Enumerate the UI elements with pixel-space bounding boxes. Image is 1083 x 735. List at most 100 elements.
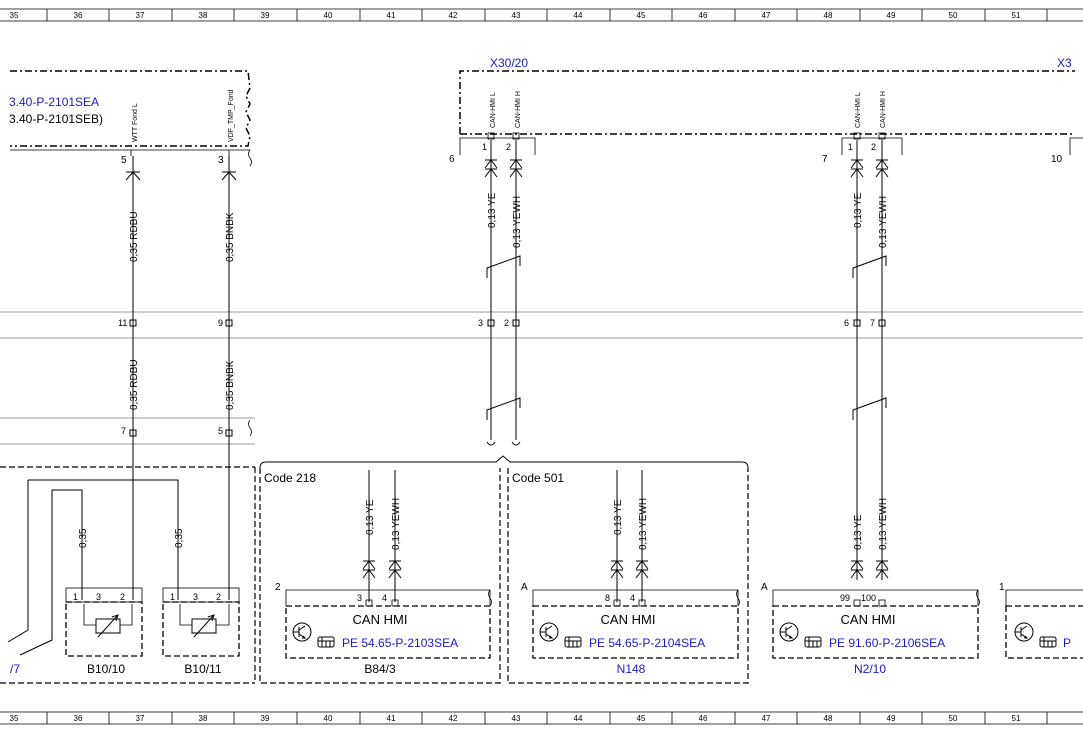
ruler-number: 50 [949,714,958,723]
ruler-number: 42 [449,11,458,20]
component-label: B84/3 [364,662,396,676]
left-bottom-frame [0,466,256,684]
module-title: CAN HMI [353,612,408,627]
code-218-label: Code 218 [264,471,316,485]
hand-pointer-icon [564,636,582,648]
hand-pointer-icon [1039,636,1057,648]
connector-link-x3[interactable]: X3 [1057,56,1072,70]
wire-label-ye: 0,13 YE [853,514,864,550]
pin-number: 3 [96,592,101,602]
ruler-top-labels: 35 36 37 38 39 40 41 42 43 44 45 46 47 4… [10,11,1021,20]
pin-number: 7 [822,154,828,165]
x30-20-frame [459,70,1075,135]
ruler-number: 35 [10,714,19,723]
signal-label: CAN-HMI H [880,91,887,128]
pin-number: 1 [848,142,853,152]
pin-number: 2 [504,318,509,328]
pin-number: 3 [478,318,483,328]
ruler-number: 40 [324,714,333,723]
wire-label-yewh: 0,13 YEWH [878,196,889,248]
pe-link[interactable]: PE 54.65-P-2103SEA [342,636,458,650]
ruler-number: 36 [74,11,83,20]
code-501-frame [507,468,749,684]
ref-text-seb: 3.40-P-2101SEB) [9,112,103,126]
code-501-label: Code 501 [512,471,564,485]
pin-number: 2 [506,142,511,152]
pin-number: 9 [218,318,223,328]
ruler-bottom [0,711,1083,725]
ref-link-sea[interactable]: 3.40-P-2101SEA [9,95,99,109]
pin-number: 8 [605,593,610,603]
signal-label: VDF_TMP_Fond [228,89,235,142]
ruler-number: 41 [387,714,396,723]
ruler-number: 51 [1012,714,1021,723]
pin-number: 2 [275,582,281,593]
pin-number: 1 [482,142,487,152]
component-link[interactable]: N148 [617,662,646,676]
sensor-b10-11[interactable]: 1 3 2 B10/11 [162,587,240,676]
pin-number: 10 [1051,154,1063,165]
ruler-number: 50 [949,11,958,20]
signal-label: CAN-HMI L [490,92,497,128]
module-n148[interactable]: A 8 4 CAN HMI PE 54.65-P-2104SEA N148 [521,582,740,676]
ruler-number: 46 [699,714,708,723]
module-partial-right[interactable]: 1 P [999,582,1083,659]
ruler-number: 39 [261,11,270,20]
sensor-wiring [7,479,179,656]
ruler-number: 45 [637,11,646,20]
ruler-number: 35 [10,11,19,20]
wire-label-ye: 0,13 YE [853,192,864,228]
module-title: CAN HMI [841,612,896,627]
ruler-number: 45 [637,714,646,723]
ruler-number: 37 [136,714,145,723]
ruler-number: 36 [74,714,83,723]
component-link[interactable]: N2/10 [854,662,886,676]
top-left-unit-box [10,70,251,147]
hand-pointer-icon [317,636,335,648]
pin-number: 5 [218,426,223,436]
ruler-number: 48 [824,714,833,723]
pin-number: 2 [216,592,221,602]
hand-pointer-icon [804,636,822,648]
connector-link-x30-20[interactable]: X30/20 [490,56,528,70]
pin-number: 5 [121,155,127,166]
pe-link[interactable]: PE 91.60-P-2106SEA [829,636,945,650]
code-218-frame [259,468,501,684]
wire-label-plain: 0,35 [78,528,89,548]
pin-number: 1 [73,592,78,602]
ruler-number: 38 [199,11,208,20]
wire-label-ye: 0,13 YE [613,499,624,535]
wire-label-bnbk: 0,35 BNBK [225,212,236,262]
module-n2-10[interactable]: A 99 100 CAN HMI PE 91.60-P-2106SEA N2/1… [761,582,980,676]
pe-link[interactable]: P [1063,636,1071,650]
pin-number: 4 [382,593,387,603]
wire-label-bnbk: 0,35 BNBK [225,360,236,410]
pin-number: A [521,582,528,593]
pe-link[interactable]: PE 54.65-P-2104SEA [589,636,705,650]
pin-number: 100 [861,593,876,603]
pin-number: 99 [840,593,850,603]
signal-label: WTT Fond L [132,103,139,142]
pin-number: 7 [121,426,126,436]
ref-link-slash7[interactable]: /7 [10,662,20,676]
ruler-number: 43 [512,11,521,20]
wire-label-yewh: 0,13 YEWH [512,196,523,248]
signal-label: CAN-HMI H [515,91,522,128]
ruler-number: 48 [824,11,833,20]
module-title: CAN HMI [601,612,656,627]
pin-number: A [761,582,768,593]
ruler-number: 46 [699,11,708,20]
ruler-number: 49 [887,11,896,20]
wire-label-rdbu: 0,35 RDBU [129,359,140,410]
module-b84-3[interactable]: 2 3 4 CAN HMI PE 54.65-P-2103SEA B84/3 [275,582,492,676]
ground-icon [292,622,312,642]
ruler-number: 40 [324,11,333,20]
signal-label: CAN-HMI L [855,92,862,128]
ruler-number: 38 [199,714,208,723]
sensor-b10-10[interactable]: 1 3 2 B10/10 [65,587,143,676]
ruler-number: 39 [261,714,270,723]
wire-label-yewh: 0,13 YEWH [638,498,649,550]
ruler-number: 43 [512,714,521,723]
wire-label-rdbu: 0,35 RDBU [129,211,140,262]
pin-number: 4 [630,593,635,603]
